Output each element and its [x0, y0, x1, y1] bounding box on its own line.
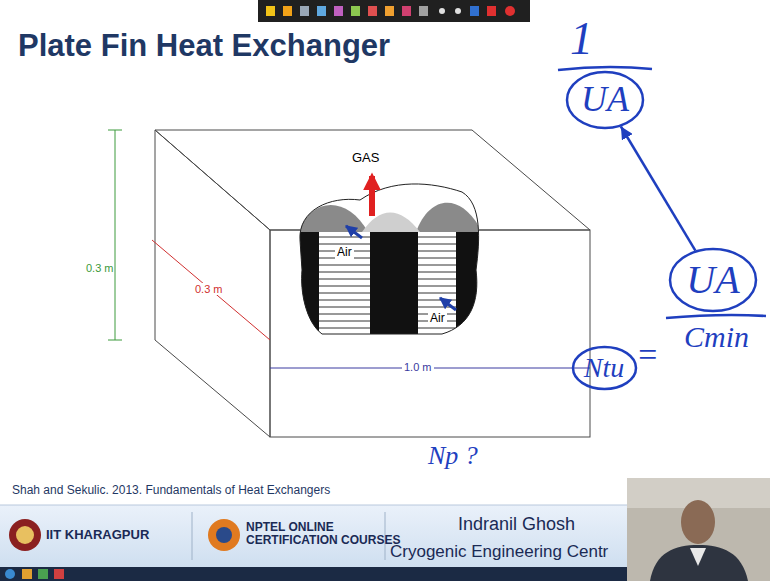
toolbar [487, 6, 496, 16]
toolbar [419, 6, 428, 16]
handwritten-term: UA [581, 81, 629, 119]
exchanger-block [155, 130, 270, 437]
source-citation: Shah and Sekulic. 2013. Fundamentals of … [12, 484, 330, 497]
ink-circle [573, 347, 636, 389]
toolbar [368, 6, 377, 16]
stream-label: GAS [352, 151, 379, 165]
toolbar [283, 6, 292, 16]
department-name: Cryogenic Engineering Centr [390, 543, 608, 562]
toolbar [334, 6, 343, 16]
fraction-bar [558, 67, 766, 318]
dimension-line [108, 340, 122, 341]
institute-name: IIT KHARAGPUR [46, 528, 149, 542]
dimension-label: 0.3 m [86, 262, 114, 274]
handwritten-term: UA [686, 259, 739, 301]
handwritten-numerator: 1 [570, 14, 593, 65]
footer-band [208, 519, 240, 551]
circled-term: Ntu [571, 345, 638, 391]
cutaway-core [300, 184, 479, 334]
slide-title: Plate Fin Heat Exchanger [18, 28, 390, 64]
toolbar [317, 6, 326, 16]
cutaway-core [298, 205, 368, 232]
footer-band [5, 569, 15, 579]
circled-term: UA [565, 70, 645, 130]
exchanger-block [155, 130, 590, 230]
footer-band [54, 569, 64, 579]
footer-band [38, 569, 48, 579]
flow-arrow [440, 298, 456, 310]
ink-circle [567, 72, 643, 128]
stream-label: Air [428, 312, 447, 325]
webcam-video [690, 548, 706, 566]
flow-arrow [369, 176, 375, 216]
dimension-label: 0.3 m [193, 283, 225, 295]
webcam-video [681, 500, 715, 544]
ink-arrow [621, 126, 696, 250]
stream-label: Air [335, 246, 354, 259]
dimension-line [108, 130, 122, 131]
toolbar [258, 0, 530, 22]
toolbar [439, 8, 445, 14]
dimension-line [115, 130, 116, 340]
toolbar [266, 6, 275, 16]
fraction-bar [666, 315, 766, 318]
toolbar [258, 0, 530, 22]
ink-circle [670, 249, 756, 311]
dimension-line [152, 240, 270, 340]
toolbar [455, 8, 461, 14]
cutaway-core [456, 232, 486, 342]
handwritten-term: Ntu [584, 353, 624, 382]
webcam-video [627, 478, 770, 581]
footer-band [192, 512, 193, 560]
dimension-label: 1.0 m [402, 361, 434, 373]
circled-term: UA [668, 247, 758, 313]
flow-arrow [346, 226, 362, 238]
cutaway-core [295, 175, 486, 342]
lecturer-name: Indranil Ghosh [458, 515, 575, 535]
handwritten-note: Np ? [428, 442, 478, 471]
cutaway-core [416, 203, 482, 232]
cutaway-core [295, 232, 319, 342]
fraction-bar [558, 67, 652, 70]
handwritten-equals: = [636, 336, 659, 373]
webcam-video [627, 478, 770, 581]
cutaway-core [370, 232, 418, 342]
handwritten-denominator: Cmin [684, 320, 749, 353]
toolbar [300, 6, 309, 16]
toolbar [470, 6, 479, 16]
flow-arrow [346, 176, 456, 310]
dimension-line [108, 130, 590, 368]
cutaway-core [295, 175, 486, 342]
toolbar [402, 6, 411, 16]
toolbar [505, 6, 515, 16]
exchanger-block [155, 130, 590, 437]
toolbar [351, 6, 360, 16]
footer-band [216, 527, 232, 543]
footer-band [22, 569, 32, 579]
footer-band [16, 526, 34, 544]
toolbar [385, 6, 394, 16]
footer-band [9, 519, 41, 551]
webcam-video [650, 545, 748, 581]
